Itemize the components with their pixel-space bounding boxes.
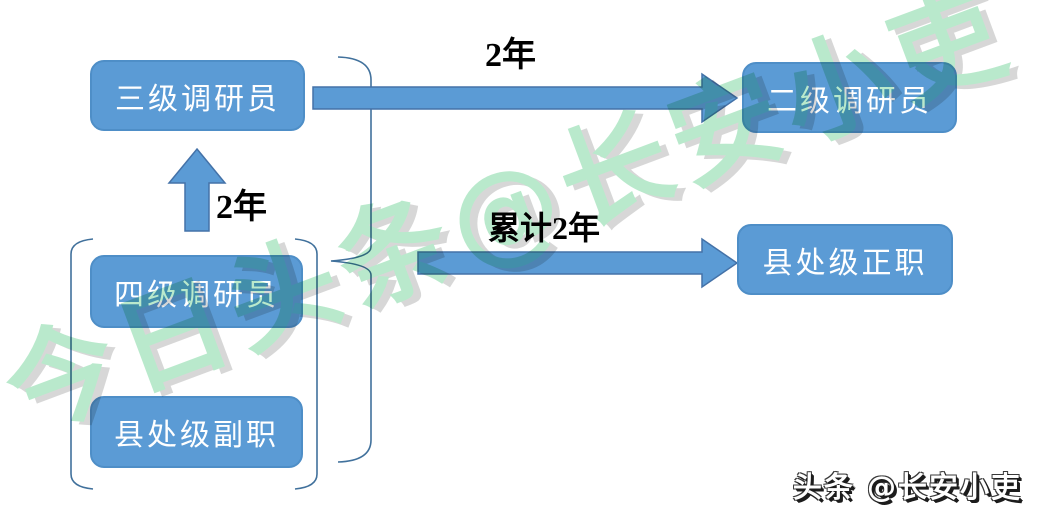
top-arrow bbox=[312, 72, 739, 124]
bracket-left bbox=[70, 238, 94, 490]
node-county-division-deputy: 县处级副职 bbox=[90, 396, 303, 468]
node-fourth-level-researcher: 四级调研员 bbox=[90, 255, 303, 328]
up-arrow bbox=[167, 147, 227, 232]
node-third-level-researcher: 三级调研员 bbox=[90, 60, 305, 131]
middle-arrow-label: 累计2年 bbox=[488, 210, 601, 246]
node-second-level-researcher: 二级调研员 bbox=[742, 62, 957, 133]
top-arrow-label: 2年 bbox=[485, 37, 536, 74]
middle-arrow bbox=[417, 237, 739, 289]
attribution-watermark: 头条 @长安小吏 bbox=[792, 470, 1022, 504]
node-county-division-principal: 县处级正职 bbox=[737, 224, 953, 295]
up-arrow-label: 2年 bbox=[216, 189, 267, 226]
bracket-right bbox=[294, 238, 318, 490]
left-column-brace bbox=[330, 56, 372, 463]
